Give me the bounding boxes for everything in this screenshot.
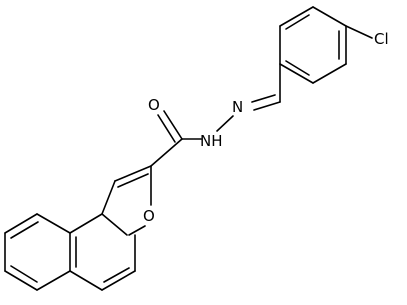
- bonds: [4, 6, 373, 291]
- bond: [285, 14, 310, 30]
- bond: [163, 110, 183, 140]
- amide-nh-label: NH: [200, 132, 223, 150]
- bond: [128, 225, 146, 236]
- bond: [285, 60, 310, 76]
- chlorine-label: Cl: [374, 30, 389, 48]
- bond: [69, 213, 103, 234]
- bond: [103, 267, 130, 283]
- bond: [312, 63, 347, 84]
- bond: [251, 94, 276, 103]
- bond: [117, 173, 149, 188]
- bond: [4, 270, 38, 291]
- bond: [114, 165, 152, 182]
- bond: [101, 213, 128, 236]
- bond: [10, 221, 39, 239]
- bond: [279, 6, 314, 27]
- bond: [150, 138, 183, 167]
- bond: [279, 63, 314, 84]
- bond: [157, 114, 176, 143]
- bond: [4, 213, 38, 234]
- atom-labels: Cl O N NH O: [143, 30, 389, 225]
- bond: [101, 180, 116, 215]
- carbonyl-oxygen-label: O: [148, 96, 160, 114]
- imine-nitrogen-label: N: [232, 98, 243, 116]
- bond: [216, 115, 234, 132]
- bond: [36, 270, 71, 291]
- bond: [36, 213, 71, 234]
- bond: [253, 101, 281, 111]
- bond: [101, 270, 136, 291]
- bond: [10, 265, 38, 283]
- bond: [69, 270, 103, 291]
- bond: [312, 6, 347, 27]
- furan-oxygen-label: O: [143, 207, 155, 225]
- bond: [345, 25, 373, 39]
